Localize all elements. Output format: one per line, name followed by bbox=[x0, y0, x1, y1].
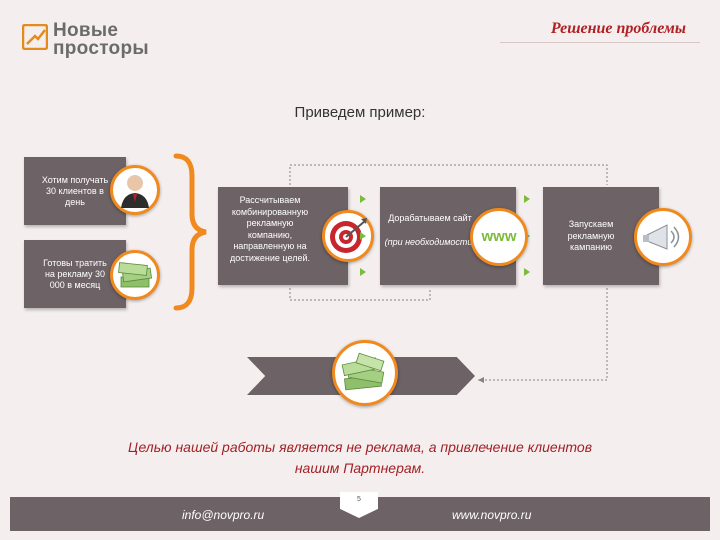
example-heading: Приведем пример: bbox=[294, 104, 426, 121]
money-stack-icon bbox=[110, 250, 160, 300]
title-underline bbox=[500, 42, 700, 43]
step-note-website: (при необходимости) bbox=[384, 237, 476, 247]
input-text-budget: Готовы тратить на рекламу 30 000 в месяц bbox=[43, 257, 107, 290]
logo-mark-icon bbox=[22, 24, 48, 50]
goal-line-1: Целью нашей работы является не реклама, … bbox=[127, 439, 593, 455]
arrow-right-icon bbox=[360, 195, 366, 203]
step-text-launch: Запускаем рекламную кампанию bbox=[567, 219, 615, 252]
www-icon-label: www bbox=[481, 228, 517, 245]
arrow-right-icon bbox=[524, 195, 530, 203]
www-icon: www bbox=[470, 208, 528, 266]
target-icon bbox=[322, 210, 374, 262]
arrow-right-icon bbox=[360, 232, 366, 240]
arrow-right-icon bbox=[360, 268, 366, 276]
page-number: 5 bbox=[357, 496, 361, 503]
step-text-calculate: Рассчитываем комбинированную рекламную к… bbox=[230, 195, 310, 263]
megaphone-icon bbox=[634, 208, 692, 266]
goal-statement: Целью нашей работы является не реклама, … bbox=[40, 437, 680, 479]
input-box-budget: Готовы тратить на рекламу 30 000 в месяц bbox=[24, 240, 126, 308]
curly-brace bbox=[173, 153, 207, 311]
businessman-icon bbox=[110, 165, 160, 215]
slide-title: Решение проблемы bbox=[550, 20, 686, 37]
footer-website-link[interactable]: www.novpro.ru bbox=[452, 508, 532, 522]
arrow-right-icon bbox=[524, 268, 530, 276]
logo-text-line2: просторы bbox=[53, 38, 149, 59]
goal-line-2: нашим Партнерам. bbox=[294, 460, 426, 476]
money-pile-icon bbox=[332, 340, 398, 406]
input-box-clients: Хотим получать 30 клиентов в день bbox=[24, 157, 126, 225]
logo-text-line1: Новые bbox=[53, 20, 119, 41]
step-text-website: Дорабатываем сайт bbox=[388, 213, 472, 223]
footer-email-link[interactable]: info@novpro.ru bbox=[182, 508, 265, 522]
input-text-clients: Хотим получать 30 клиентов в день bbox=[41, 174, 109, 207]
